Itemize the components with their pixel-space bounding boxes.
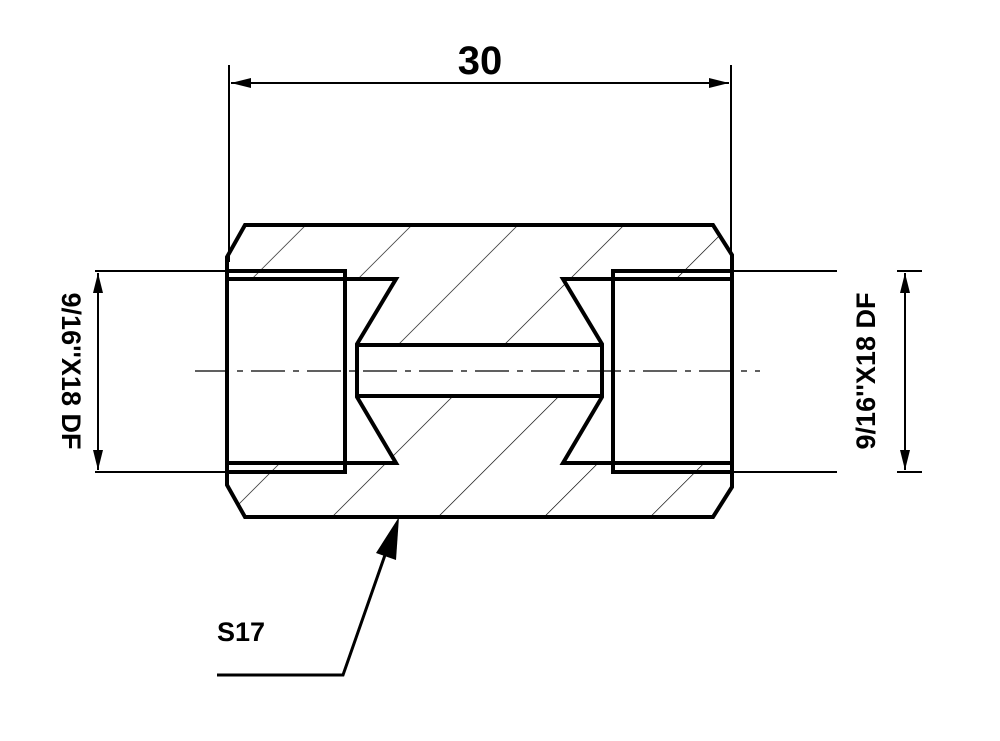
left-thread-dimension (93, 270, 227, 473)
width-dimension (228, 65, 732, 262)
wrench-size-label: S17 (217, 617, 265, 647)
left-thread-label: 9/16''X18 DF (56, 293, 86, 450)
right-thread-dimension (732, 270, 922, 473)
wrench-size-leader (217, 534, 394, 677)
width-dimension-label: 30 (458, 39, 503, 83)
right-thread-label: 9/16''X18 DF (851, 293, 881, 450)
leader-arrow-icon (376, 517, 399, 560)
